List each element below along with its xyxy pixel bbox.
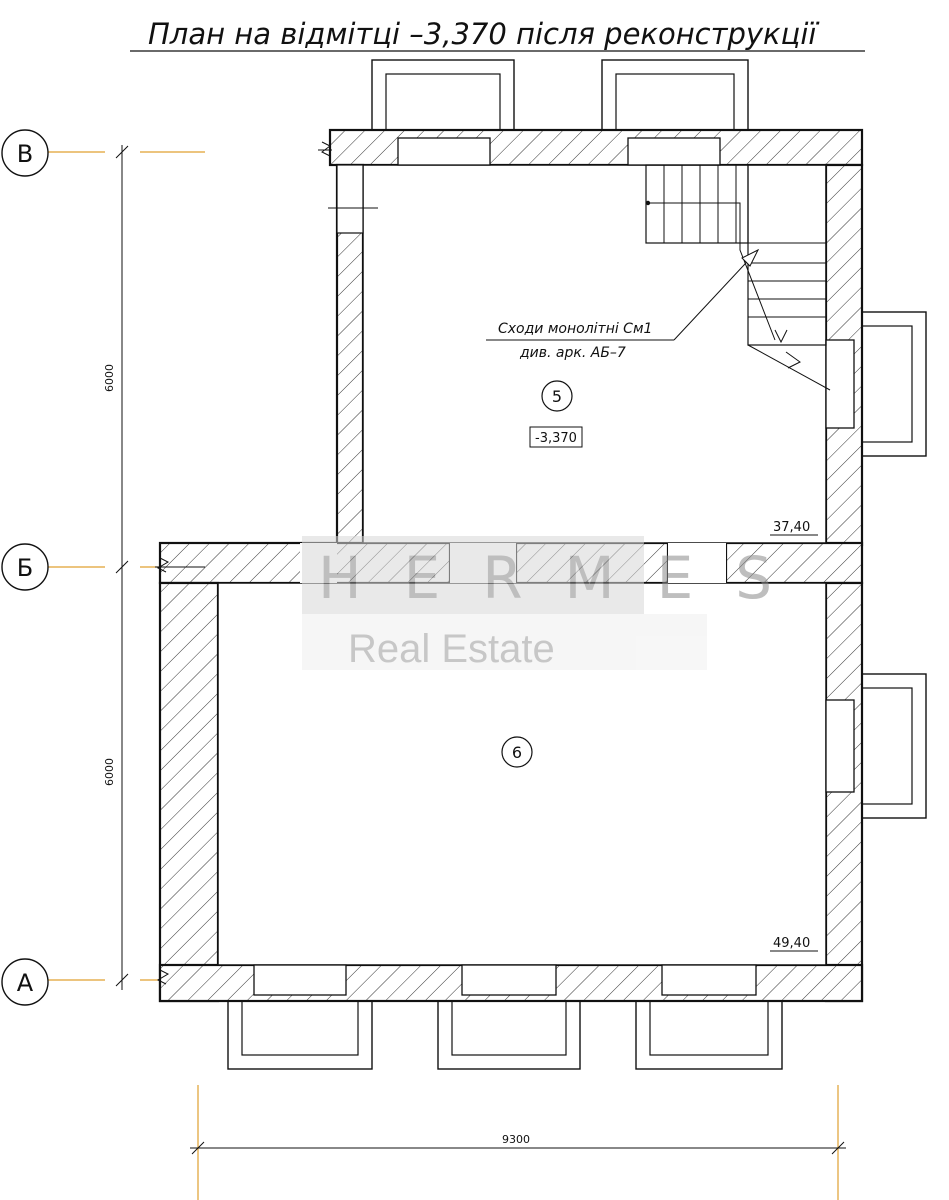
dim-width: 9300 (502, 1133, 530, 1146)
level-mark: -3,370 (529, 426, 583, 448)
room-6-number: 6 (512, 743, 522, 762)
room-5-area-value: 37,40 (773, 520, 810, 535)
room-6-marker: 6 (501, 736, 533, 768)
axis-label-b: Б (17, 554, 33, 582)
room-6-area-value: 49,40 (773, 936, 810, 951)
dim-upper-height: 6000 (103, 364, 116, 392)
room-5-marker: 5 (541, 380, 573, 412)
window-bottom-2 (437, 964, 581, 1070)
dim-lower-height: 6000 (103, 758, 116, 786)
window-top-2 (601, 59, 749, 166)
window-top-1 (371, 59, 515, 166)
window-bottom-1 (227, 964, 373, 1070)
room-5-area (362, 164, 827, 544)
window-right-2 (825, 673, 927, 819)
wall-left-lower (158, 581, 220, 1003)
axis-marker-v: В (1, 129, 49, 177)
stair-note-line1: Сходи монолітні См1 (498, 321, 652, 337)
watermark-subtitle: Real Estate (348, 627, 555, 671)
window-right-1 (825, 311, 927, 457)
axis-label-v: В (17, 140, 33, 168)
stair-annotation: Сходи монолітні См1 див. арк. АБ–7 (486, 248, 760, 361)
axis-marker-a: А (1, 958, 49, 1006)
axis-marker-b: Б (1, 543, 49, 591)
watermark-brand: HERMES (318, 544, 814, 612)
wall-break-marks (155, 141, 378, 985)
level-mark-value: -3,370 (535, 431, 577, 446)
room-6-area-label: 49,40 (770, 936, 818, 952)
room-5-number: 5 (552, 387, 562, 406)
doorway-middle-2 (668, 543, 726, 583)
axis-label-a: А (17, 969, 34, 997)
plan-title: План на відмітці –3,370 після реконструк… (148, 17, 820, 51)
room-5-area-label: 37,40 (770, 520, 818, 536)
window-bottom-3 (635, 964, 783, 1070)
stair-note-line2: див. арк. АБ–7 (519, 345, 626, 361)
watermark: HERMES Real Estate (302, 536, 814, 671)
